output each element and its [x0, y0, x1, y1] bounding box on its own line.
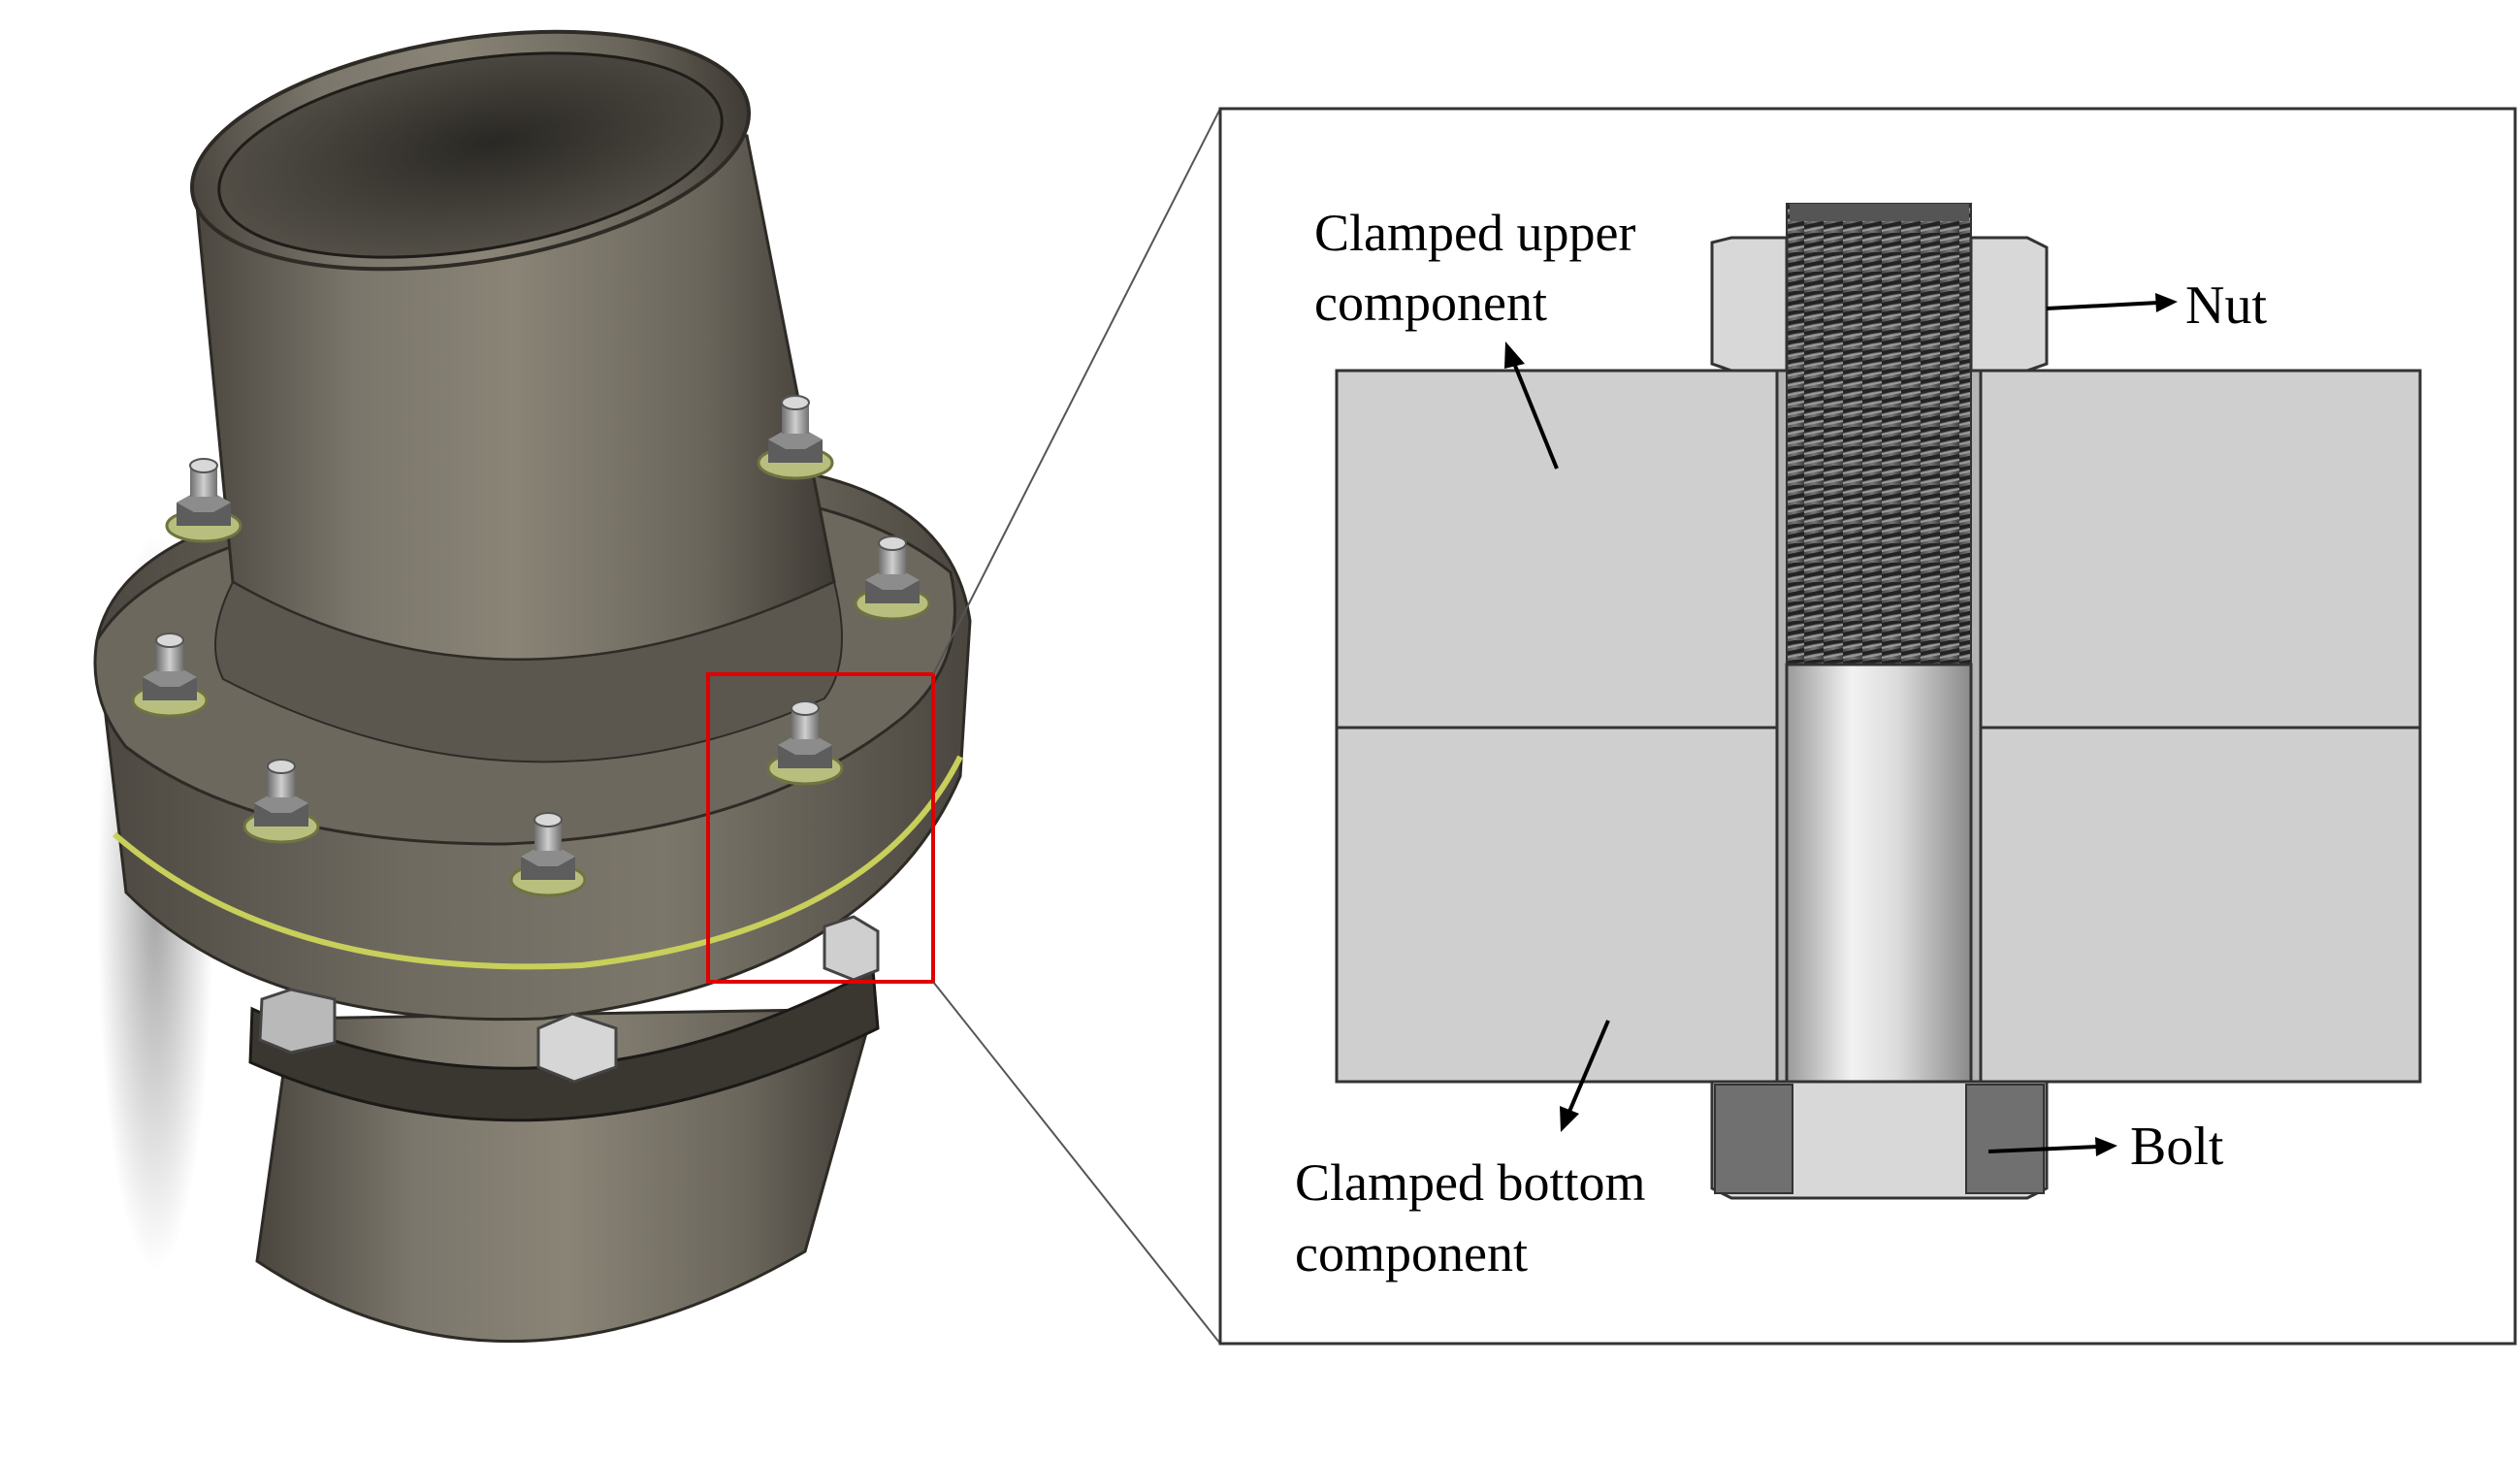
hex-bolt-icon — [1710, 1080, 2049, 1200]
label-upper-line2: component — [1314, 274, 1547, 332]
callout-box — [706, 672, 935, 984]
hex-nut-icon — [1710, 236, 1789, 373]
label-nut: Nut — [2185, 276, 2267, 336]
label-upper-line1: Clamped upper — [1314, 204, 1635, 262]
bolt-section-detail: Clamped upper component Nut Bolt Clamped… — [1218, 107, 2517, 1346]
zoom-line-bottom — [932, 981, 1221, 1345]
label-bolt: Bolt — [2130, 1117, 2224, 1177]
flanged-pipe-joint-illustration — [93, 29, 972, 1343]
zoom-line-top — [932, 108, 1221, 675]
bolt-shank — [1785, 663, 1973, 1084]
bolt-thread — [1786, 203, 1972, 665]
label-bottom-line2: component — [1295, 1224, 1528, 1282]
label-bottom-line1: Clamped bottom — [1295, 1153, 1645, 1212]
